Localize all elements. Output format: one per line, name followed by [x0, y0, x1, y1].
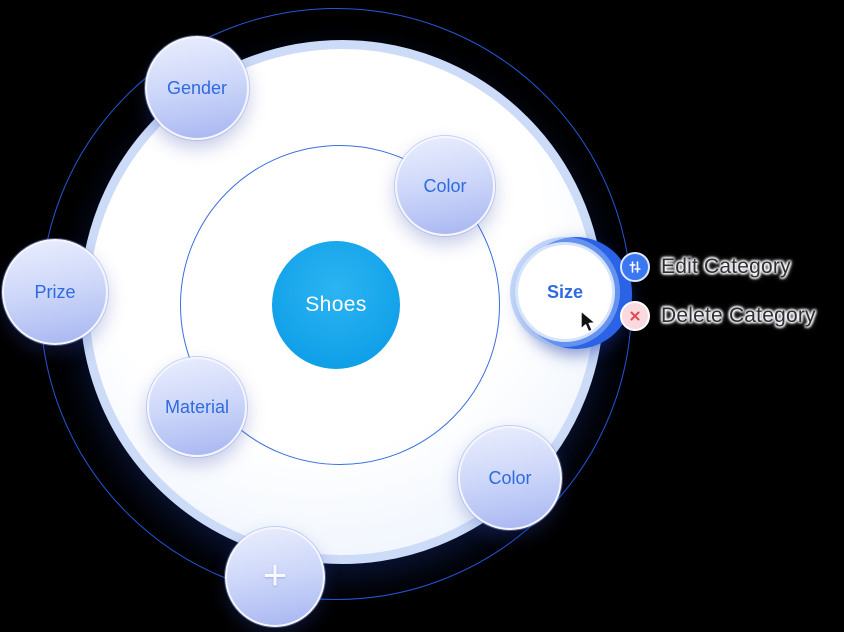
delete-category-menu-item[interactable]: Delete Category	[620, 301, 816, 331]
node-color-bottom[interactable]: Color	[458, 426, 562, 530]
node-label: Material	[164, 396, 230, 417]
node-label: Color	[488, 467, 532, 488]
edit-category-label: Edit Category	[661, 255, 791, 278]
plus-icon: +	[262, 551, 288, 598]
node-gender[interactable]: Gender	[145, 36, 249, 140]
delete-x-icon	[620, 301, 650, 331]
add-category-button[interactable]: +	[225, 527, 325, 627]
delete-category-label: Delete Category	[661, 304, 816, 327]
inner-orbit-ring	[180, 145, 500, 465]
node-label: Prize	[34, 281, 76, 302]
node-material[interactable]: Material	[147, 357, 247, 457]
edit-category-menu-item[interactable]: Edit Category	[620, 252, 791, 282]
node-label: Color	[423, 175, 467, 196]
node-prize[interactable]: Prize	[2, 239, 108, 345]
node-label: Size	[546, 281, 584, 302]
center-node-label: Shoes	[305, 293, 367, 316]
node-label: Gender	[166, 77, 228, 98]
sliders-icon	[620, 252, 650, 282]
node-size[interactable]: Size	[515, 242, 615, 342]
node-color-top[interactable]: Color	[395, 136, 495, 236]
center-node[interactable]: Shoes	[272, 241, 400, 369]
